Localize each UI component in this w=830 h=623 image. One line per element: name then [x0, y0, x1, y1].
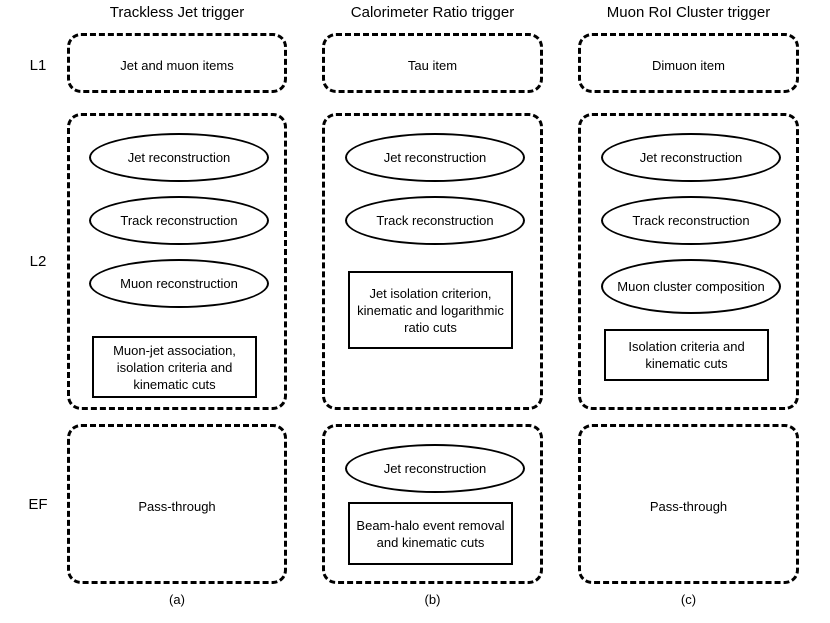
node-ellipse: Jet reconstruction: [601, 133, 781, 182]
stage-b-ef: Jet reconstruction Beam-halo event remov…: [322, 424, 543, 584]
node-ellipse: Jet reconstruction: [89, 133, 269, 182]
column-title-b: Calorimeter Ratio trigger: [350, 4, 515, 21]
stage-a-ef: Pass-through: [67, 424, 287, 584]
node-label: Track reconstruction: [632, 213, 750, 228]
row-label-l2: L2: [29, 253, 47, 270]
node-rect: Beam-halo event removal and kinematic cu…: [348, 502, 513, 565]
node-label: Track reconstruction: [376, 213, 494, 228]
node-ellipse: Muon reconstruction: [89, 259, 269, 308]
stage-b-l1: Tau item: [322, 33, 543, 93]
node-label: Jet reconstruction: [127, 150, 231, 165]
node-label: Muon cluster composition: [617, 279, 765, 294]
node-rect: Isolation criteria and kinematic cuts: [604, 329, 769, 381]
node-label: Jet isolation criterion, kinematic and l…: [357, 285, 504, 335]
node-label: Jet reconstruction: [383, 461, 487, 476]
row-label-l1: L1: [29, 57, 47, 74]
column-title-c: Muon RoI Cluster trigger: [606, 4, 771, 21]
node-ellipse: Muon cluster composition: [601, 259, 781, 314]
column-footer-b: (b): [424, 592, 441, 607]
node-ellipse: Track reconstruction: [601, 196, 781, 245]
node-label: Isolation criteria and kinematic cuts: [628, 339, 745, 371]
stage-a-ef-text: Pass-through: [138, 499, 216, 514]
node-ellipse: Track reconstruction: [89, 196, 269, 245]
stage-c-l1-text: Dimuon item: [652, 58, 725, 73]
node-label: Track reconstruction: [120, 213, 238, 228]
stage-c-l1: Dimuon item: [578, 33, 799, 93]
column-footer-c: (c): [680, 592, 697, 607]
stage-c-l2: Jet reconstruction Track reconstruction …: [578, 113, 799, 410]
row-label-ef: EF: [28, 496, 48, 513]
column-footer-a: (a): [169, 592, 185, 607]
node-rect: Jet isolation criterion, kinematic and l…: [348, 271, 513, 349]
node-ellipse: Jet reconstruction: [345, 133, 525, 182]
column-title-a: Trackless Jet trigger: [109, 4, 245, 21]
node-label: Jet reconstruction: [383, 150, 487, 165]
stage-c-ef: Pass-through: [578, 424, 799, 584]
node-rect: Muon-jet association, isolation criteria…: [92, 336, 257, 398]
stage-c-ef-text: Pass-through: [649, 499, 728, 514]
stage-a-l1-text: Jet and muon items: [120, 58, 234, 73]
node-label: Muon-jet association, isolation criteria…: [113, 342, 236, 392]
stage-b-l2: Jet reconstruction Track reconstruction …: [322, 113, 543, 410]
node-ellipse: Jet reconstruction: [345, 444, 525, 493]
node-label: Jet reconstruction: [639, 150, 743, 165]
stage-b-l1-text: Tau item: [407, 58, 458, 73]
node-ellipse: Track reconstruction: [345, 196, 525, 245]
stage-a-l2: Jet reconstruction Track reconstruction …: [67, 113, 287, 410]
node-label: Muon reconstruction: [120, 276, 238, 291]
node-label: Beam-halo event removal and kinematic cu…: [356, 517, 505, 550]
stage-a-l1: Jet and muon items: [67, 33, 287, 93]
